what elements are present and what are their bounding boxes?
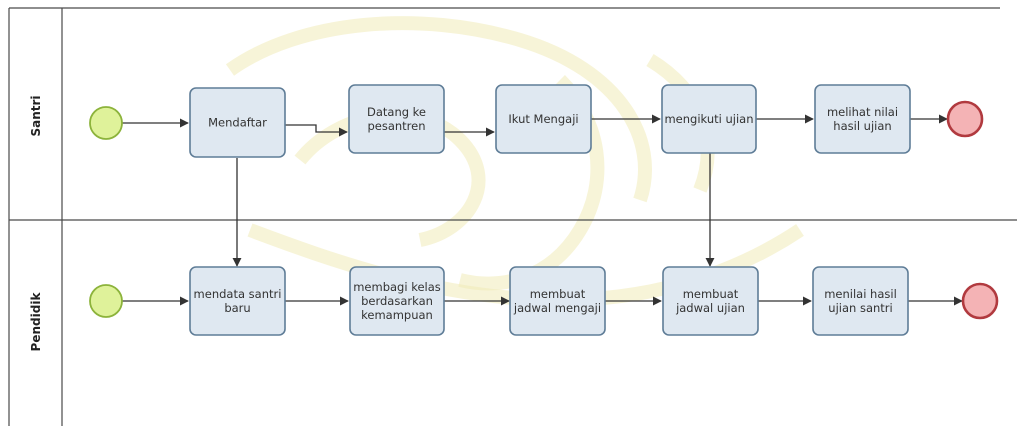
task-label-line: melihat nilai — [827, 105, 898, 119]
end-event-santri — [946, 100, 984, 138]
task-label-line: jadwal mengaji — [513, 301, 601, 315]
lane-label-santri: Santri — [29, 95, 43, 136]
task-label-line: baru — [224, 301, 250, 315]
task-label-ikut-mengaji: Ikut Mengaji — [508, 112, 578, 126]
task-label-line: mendata santri — [194, 287, 282, 301]
task-ikut-mengaji[interactable]: Ikut Mengaji — [495, 84, 592, 154]
task-label-line: ujian santri — [828, 301, 892, 315]
task-label-line: membuat — [683, 287, 739, 301]
task-label-mengikuti-ujian: mengikuti ujian — [664, 112, 753, 126]
watermark-decoration — [225, 16, 804, 308]
start-event-santri — [89, 106, 123, 140]
task-label-line: Datang ke — [367, 105, 426, 119]
task-mendaftar[interactable]: Mendaftar — [189, 87, 286, 158]
task-label-line: berdasarkan — [361, 294, 433, 308]
events — [89, 100, 999, 320]
task-label-line: membuat — [530, 287, 586, 301]
sequence-flows — [122, 114, 963, 306]
task-label-line: pesantren — [367, 119, 425, 133]
lane-label-pendidik: Pendidik — [29, 292, 43, 352]
pool — [8, 7, 1017, 426]
flow-mendaftar-to-datang — [285, 124, 348, 137]
task-label-mendaftar: Mendaftar — [208, 116, 267, 130]
start-event-pendidik — [89, 284, 123, 318]
task-label-line: kemampuan — [361, 308, 433, 322]
task-label-line: Mendaftar — [208, 116, 267, 130]
task-label-line: mengikuti ujian — [664, 112, 753, 126]
task-mengikuti-ujian[interactable]: mengikuti ujian — [661, 84, 757, 154]
task-label-line: jadwal ujian — [675, 301, 745, 315]
task-label-line: hasil ujian — [833, 119, 891, 133]
lane-pendidik: Pendidik — [29, 292, 43, 352]
task-label-line: membagi kelas — [353, 280, 441, 294]
task-label-line: menilai hasil — [824, 287, 897, 301]
lane-santri: Santri — [29, 95, 43, 136]
task-label-line: Ikut Mengaji — [508, 112, 578, 126]
end-event-pendidik — [961, 282, 999, 320]
